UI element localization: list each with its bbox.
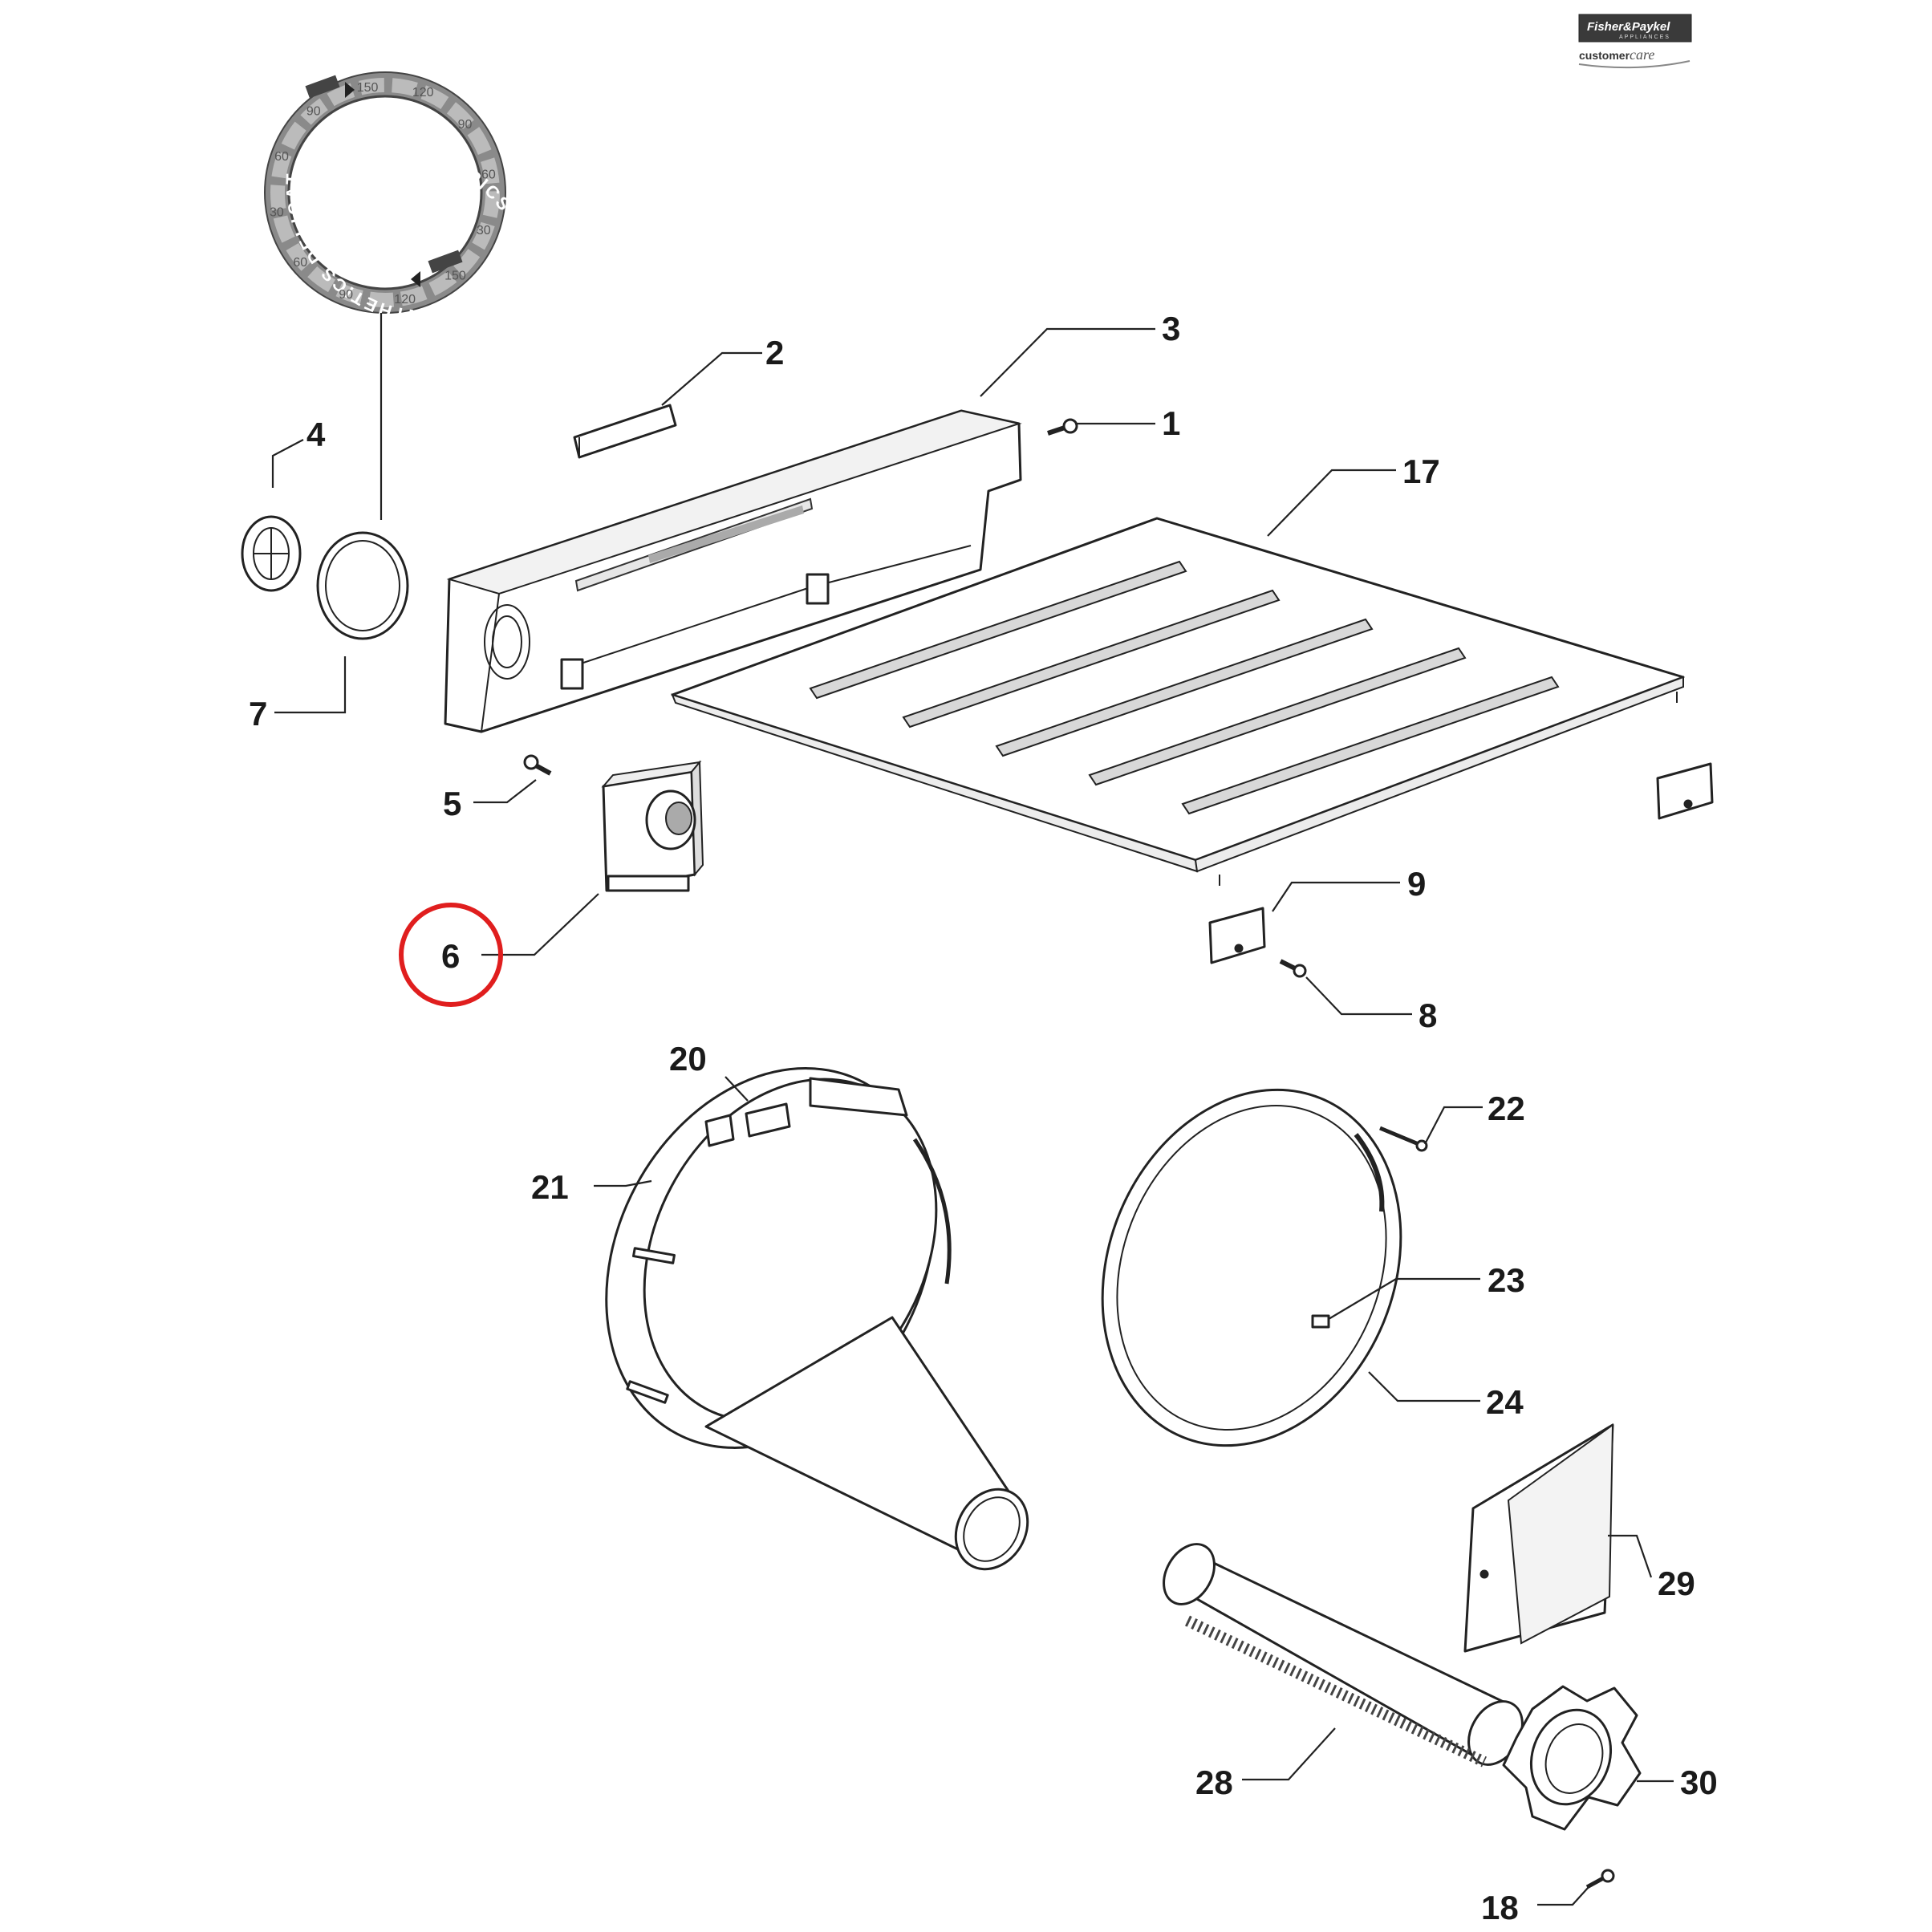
callout-18: 18 [1481,1889,1519,1926]
callout-8: 8 [1419,996,1437,1034]
dial-tick-label: 60 [274,150,289,164]
part-7-ring [316,531,409,640]
callout-5: 5 [443,785,461,822]
part-22-screw [1379,1126,1428,1152]
part-9-hinge [1208,762,1714,964]
callout-24: 24 [1486,1383,1524,1421]
callout-2: 2 [765,334,784,371]
part-17-top-panel [671,517,1685,886]
dial-tick-label: 90 [339,288,353,302]
callout-17: 17 [1402,453,1440,490]
part-3-control-panel [444,409,1022,733]
brand-sub: APPLIANCES [1619,34,1670,40]
part-4-knob [241,515,302,592]
part-18-screw [1585,1869,1615,1889]
brand-name: Fisher&Paykel [1587,20,1670,34]
part-29-shield [1463,1423,1614,1653]
part-2-bracket [573,404,677,459]
part-21-front-bulkhead [605,1067,1029,1571]
dial-tick-label: 30 [477,224,491,237]
dial-tick-label: 60 [481,168,496,182]
brand-logo: Fisher&Paykel APPLIANCES customercare [1578,14,1692,69]
dial-tick-label: 150 [444,270,466,283]
dial-tick-label: 120 [394,293,416,306]
callout-7: 7 [249,695,267,733]
customer-care-logo: customercare [1579,47,1654,63]
callout-22: 22 [1488,1090,1525,1127]
callouts: 1 2 3 4 5 6 7 8 9 17 18 20 21 22 23 24 2… [249,310,1718,1926]
callout-20: 20 [669,1040,707,1078]
dial-tick-label: 90 [458,118,473,132]
callout-21: 21 [531,1168,569,1206]
dial-tick-label: 150 [357,81,379,95]
customer-care-a: customer [1579,49,1630,62]
leader-lines [271,313,1674,1906]
callout-1: 1 [1162,404,1180,442]
part-24-drum-ring [1101,1088,1402,1447]
dial-tick-label: 30 [270,205,284,219]
dial-tick-label: 120 [412,86,434,99]
part-5-screw [523,754,552,776]
part-28-tube [1163,1543,1524,1768]
part-8-screw [1279,959,1307,978]
callout-4: 4 [306,416,326,453]
part-6-timer [601,760,704,892]
customer-care-b: care [1630,47,1654,63]
dial-tick-label: 60 [293,256,307,270]
callout-28: 28 [1195,1764,1233,1801]
callout-3: 3 [1162,310,1180,347]
part-1-screw [1047,418,1078,436]
callout-29: 29 [1658,1565,1695,1602]
callout-23: 23 [1488,1261,1525,1299]
callout-6: 6 [441,937,460,975]
dial-tick-label: 90 [306,104,321,118]
highlight-circle-callout-6 [399,903,503,1007]
part-30-flange [1502,1685,1642,1831]
callout-9: 9 [1407,865,1426,903]
part-20-clip [704,1077,908,1147]
callout-30: 30 [1680,1764,1718,1801]
part-23-pad [1311,1314,1330,1329]
